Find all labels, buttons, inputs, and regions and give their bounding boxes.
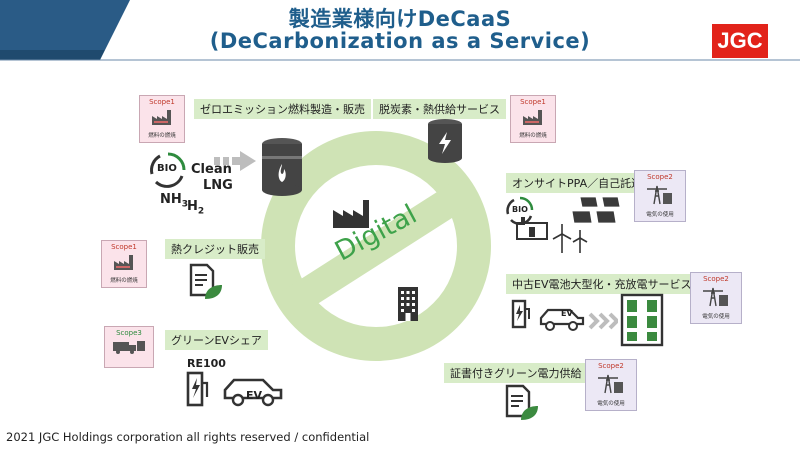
banner-onsite-ppa: オンサイトPPA／自己託送 [506,173,649,193]
banner-zero-emission: ゼロエミッション燃料製造・販売 [194,99,371,119]
ev-car-icon [223,378,283,407]
factory-icon [333,200,369,228]
h2-subscript: 2 [197,206,205,217]
scope-label: Scope1 [111,243,137,251]
scope-caption: 電気の使用 [646,212,674,218]
plant-icon [516,217,548,240]
charger-icon [511,299,530,329]
ev-car-icon [539,308,585,331]
building-icon [398,287,418,321]
power-tower-icon [598,374,623,394]
nh3-subscript: 3 [181,199,189,210]
scope2-badge-battery: Scope2 電気の使用 [690,272,742,324]
scope1-badge-heat: Scope1 燃料の燃焼 [510,95,556,143]
certificate-leaf-icon [505,384,538,420]
ev-text: EV [246,389,263,402]
wind-turbine-icon [552,224,588,253]
nh3-text: NH [160,192,182,207]
solar-panel-icon [571,196,621,224]
power-tower-icon [703,287,728,307]
supply-arrow-icon [214,151,256,171]
scope-label: Scope2 [598,362,624,370]
factory-icon [152,110,171,125]
chevron-arrows-icon [588,312,618,330]
scope3-badge: Scope3 [104,326,154,368]
power-tower-icon [647,185,672,205]
page-subtitle: (DeCarbonization as a Service) [209,29,591,53]
footer-copyright: 2021 JGC Holdings corporation all rights… [6,430,370,444]
nh3-label: NH3 [160,192,188,210]
scope1-badge-credit: Scope1 燃料の燃焼 [101,240,147,288]
scope-caption: 燃料の燃焼 [148,133,176,139]
charger-icon [186,371,209,407]
banner-heat-credit: 熱クレジット販売 [165,239,265,259]
h2-label: H2 [187,199,204,217]
scope-caption: 燃料の燃焼 [519,133,547,139]
factory-icon [523,110,542,125]
h2-text: H [187,199,198,214]
scope-label: Scope2 [647,173,673,181]
certificate-leaf-icon [189,263,222,299]
bio-label-small: BIO [512,205,528,214]
ev-text-small: EV [561,309,573,318]
scope1-badge-fuel: Scope1 燃料の燃焼 [139,95,185,143]
scope-label: Scope3 [116,329,142,337]
scope-caption: 電気の使用 [702,314,730,320]
re100-label: RE100 [187,357,226,370]
scope-caption: 電気の使用 [597,401,625,407]
banner-certified-green-power: 証書付きグリーン電力供給 [444,363,588,383]
truck-icon [113,341,145,354]
lng-label: LNG [203,178,233,193]
scope-label: Scope2 [703,275,729,283]
bio-label: BIO [157,163,177,174]
header-band [0,0,800,61]
page-title: 製造業様向けDeCaaS [288,7,512,31]
banner-green-ev-share: グリーンEVシェア [165,330,268,350]
clean-label: Clean [191,162,232,177]
scope2-badge-cert: Scope2 電気の使用 [585,359,637,411]
battery-storage-icon [620,293,664,347]
scope-label: Scope1 [520,98,546,106]
battery-tank-icon [428,119,462,163]
banner-decarbon-heat: 脱炭素・熱供給サービス [373,99,506,119]
company-logo: JGC [712,24,768,58]
fuel-tank-icon [262,138,302,196]
banner-used-ev-battery: 中古EV電池大型化・充放電サービス [506,274,698,294]
scope2-badge-ppa: Scope2 電気の使用 [634,170,686,222]
scope-label: Scope1 [149,98,175,106]
scope-caption: 燃料の燃焼 [110,278,138,284]
factory-icon [114,255,133,270]
bio-cycle-icon [150,152,186,188]
